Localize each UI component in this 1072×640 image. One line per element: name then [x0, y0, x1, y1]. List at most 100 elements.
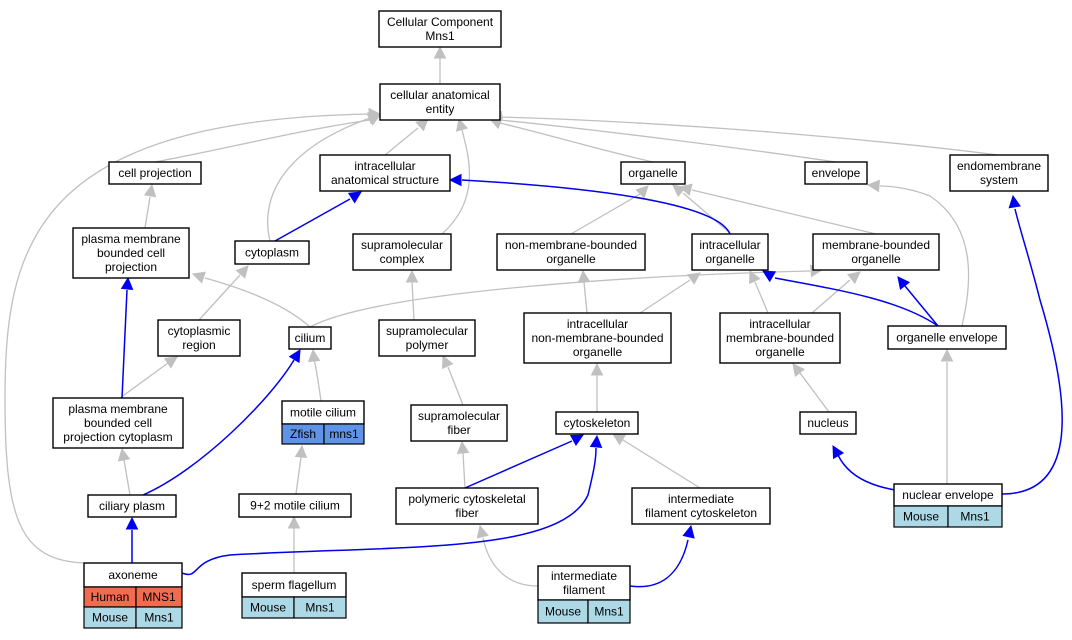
arrowhead-icon: [347, 191, 362, 204]
species-label: Mouse: [92, 611, 128, 625]
term-label: organelle: [628, 166, 678, 180]
term-node-nucleus[interactable]: nucleus: [799, 411, 857, 435]
term-label: organelle: [546, 252, 596, 266]
term-node-m92[interactable]: 9+2 motile cilium: [238, 493, 352, 518]
term-node-cytoskel[interactable]: cytoskeleton: [555, 411, 639, 435]
arrowhead-icon: [448, 173, 462, 187]
part-of-edge: [897, 276, 939, 327]
arrowhead-icon: [163, 356, 178, 369]
part-of-edge: [120, 276, 134, 399]
arrowhead-icon: [762, 270, 777, 283]
species-label: Mouse: [545, 605, 581, 619]
term-label: organelle: [705, 252, 755, 266]
term-node-cilium[interactable]: cilium: [288, 326, 332, 350]
species-badge-axoneme-human: Human MNS1: [83, 586, 183, 608]
is-a-edge: [940, 348, 954, 484]
term-label: fiber: [455, 506, 478, 520]
part-of-edge: [762, 270, 939, 327]
arrowhead-icon: [897, 276, 911, 290]
is-a-edge: [405, 269, 419, 321]
term-label: cytoplasmic: [168, 324, 231, 338]
is-a-edge: [749, 269, 769, 314]
is-a-edge: [4, 107, 382, 564]
is-a-edge: [811, 271, 861, 314]
part-of-edge: [448, 173, 731, 235]
term-label: Mns1: [425, 29, 455, 43]
part-of-edge: [181, 434, 603, 576]
term-label: intracellular: [749, 317, 810, 331]
term-label: intermediate: [551, 569, 617, 583]
arrowhead-icon: [792, 363, 806, 377]
term-node-motile[interactable]: motile cilium: [281, 400, 365, 425]
term-label: endomembrane: [957, 159, 1041, 173]
arrowhead-icon: [368, 107, 382, 121]
term-node-sperm[interactable]: sperm flagellum: [241, 572, 347, 598]
term-node-organelle[interactable]: organelle: [620, 161, 686, 185]
term-node-ciliaryplasm[interactable]: ciliary plasm: [87, 494, 177, 518]
arrowhead-icon: [405, 269, 419, 283]
term-label: organelle: [573, 345, 623, 359]
is-a-edge: [294, 444, 308, 495]
term-label: non-membrane-bounded: [531, 331, 663, 345]
term-label: 9+2 motile cilium: [250, 499, 340, 513]
arrowhead-icon: [612, 433, 627, 446]
term-node-nucenv[interactable]: nuclear envelope: [893, 483, 1003, 507]
is-a-edge: [384, 118, 429, 156]
arrowhead-icon: [569, 434, 584, 447]
term-label: organelle: [755, 345, 805, 359]
is-a-edge: [117, 447, 131, 496]
term-label: axoneme: [108, 568, 158, 582]
arrowhead-icon: [235, 265, 249, 279]
term-label: supramolecular: [361, 238, 443, 252]
term-node-orgenv[interactable]: organelle envelope: [887, 325, 1007, 350]
is-a-edge: [639, 272, 701, 314]
term-node-axoneme[interactable]: axoneme: [83, 562, 183, 588]
is-a-edge: [488, 114, 837, 163]
term-node-cytoplasm[interactable]: cytoplasm: [234, 240, 310, 265]
part-of-edge: [1001, 194, 1063, 495]
term-node-cellproj[interactable]: cell projection: [108, 161, 202, 185]
gene-label: Mns1: [305, 601, 335, 615]
term-label: anatomical structure: [331, 173, 439, 187]
arrowhead-icon: [307, 348, 321, 363]
part-of-edge: [629, 524, 695, 588]
term-label: nucleus: [807, 416, 848, 430]
arrowhead-icon: [577, 269, 591, 284]
is-a-edge: [866, 179, 970, 327]
term-label: cellular anatomical: [390, 88, 489, 102]
species-label: Mouse: [903, 510, 939, 524]
term-label: supramolecular: [418, 409, 500, 423]
term-node-envelope[interactable]: envelope: [804, 161, 868, 185]
term-label: intracellular: [699, 238, 760, 252]
term-label: region: [182, 338, 215, 352]
arrowhead-icon: [433, 45, 447, 59]
species-label: Human: [91, 590, 130, 604]
is-a-edge: [442, 354, 464, 406]
arrowhead-icon: [832, 445, 845, 460]
gene-label: MNS1: [142, 590, 176, 604]
term-node-inmbo[interactable]: intracellularnon-membrane-boundedorganel…: [523, 312, 672, 364]
